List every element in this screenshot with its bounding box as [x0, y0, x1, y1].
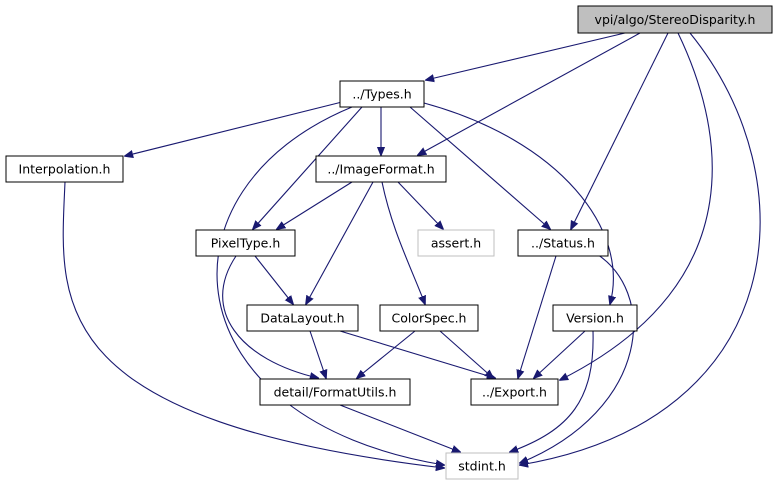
edge-types-to-pixeltype [253, 106, 363, 229]
node-interpolation[interactable]: Interpolation.h [5, 155, 124, 183]
node-box-interpolation [5, 155, 124, 183]
node-box-stdint [445, 452, 519, 480]
edge-version-to-export [534, 330, 586, 378]
node-box-version [552, 304, 638, 332]
node-label-colorspec: ColorSpec.h [392, 311, 467, 326]
edge-datalayout-to-formatutils [309, 330, 326, 378]
edge-datalayout-to-export [339, 330, 495, 378]
node-colorspec[interactable]: ColorSpec.h [379, 304, 479, 332]
node-box-datalayout [246, 304, 359, 332]
node-box-types [339, 80, 425, 108]
node-label-formatutils: detail/FormatUtils.h [274, 385, 397, 400]
edge-interpolation-to-stdint [62, 181, 444, 468]
node-box-imageformat [315, 155, 447, 183]
node-box-formatutils [259, 378, 411, 406]
node-formatutils[interactable]: detail/FormatUtils.h [259, 378, 411, 406]
node-label-status: ../Status.h [531, 236, 595, 251]
node-assert: assert.h [417, 229, 495, 257]
edges-layer [62, 32, 761, 468]
node-label-pixeltype: PixelType.h [211, 236, 281, 251]
edge-stereo-to-imageformat [418, 32, 641, 155]
node-label-export: ../Export.h [482, 385, 547, 400]
edge-types-to-version [423, 102, 613, 304]
node-pixeltype[interactable]: PixelType.h [195, 229, 296, 257]
node-label-imageformat: ../ImageFormat.h [327, 162, 434, 177]
node-label-stdint: stdint.h [458, 459, 506, 474]
edge-status-to-stdint [520, 250, 634, 463]
node-export[interactable]: ../Export.h [470, 378, 559, 406]
node-box-status [517, 229, 609, 257]
node-imageformat[interactable]: ../ImageFormat.h [315, 155, 447, 183]
node-stereo[interactable]: vpi/algo/StereoDisparity.h [577, 5, 773, 34]
edge-colorspec-to-export [439, 330, 493, 378]
node-version[interactable]: Version.h [552, 304, 638, 332]
node-datalayout[interactable]: DataLayout.h [246, 304, 359, 332]
edge-types-to-stdint [216, 106, 444, 465]
edge-stereo-to-types [426, 32, 626, 80]
node-box-assert [417, 229, 495, 257]
edge-imageformat-to-colorspec [381, 181, 425, 304]
node-box-pixeltype [195, 229, 296, 257]
edge-stereo-to-status [571, 32, 669, 229]
node-label-stereo: vpi/algo/StereoDisparity.h [595, 12, 756, 27]
node-box-export [470, 378, 559, 406]
edge-version-to-stdint [510, 330, 594, 452]
edge-types-to-interpolation [125, 101, 343, 156]
nodes-layer: vpi/algo/StereoDisparity.h ../Types.hInte… [5, 5, 773, 480]
node-label-assert: assert.h [431, 236, 481, 251]
edge-formatutils-to-stdint [339, 404, 460, 452]
node-box-colorspec [379, 304, 479, 332]
edge-types-to-status [409, 106, 550, 229]
edge-imageformat-to-assert [397, 181, 443, 229]
node-box-stereo [577, 5, 773, 34]
edge-stereo-to-export [560, 32, 713, 380]
node-types[interactable]: ../Types.h [339, 80, 425, 108]
edge-imageformat-to-datalayout [306, 181, 374, 304]
node-status[interactable]: ../Status.h [517, 229, 609, 257]
node-label-types: ../Types.h [352, 87, 411, 102]
node-stdint: stdint.h [445, 452, 519, 480]
node-label-interpolation: Interpolation.h [19, 162, 111, 177]
edge-colorspec-to-formatutils [357, 330, 416, 378]
node-label-datalayout: DataLayout.h [260, 311, 344, 326]
edge-pixeltype-to-datalayout [254, 255, 293, 304]
node-label-version: Version.h [566, 311, 624, 326]
edge-status-to-export [518, 255, 557, 378]
edge-pixeltype-to-formatutils [222, 255, 318, 378]
edge-stereo-to-stdint [520, 32, 761, 465]
edge-imageformat-to-pixeltype [277, 181, 353, 229]
